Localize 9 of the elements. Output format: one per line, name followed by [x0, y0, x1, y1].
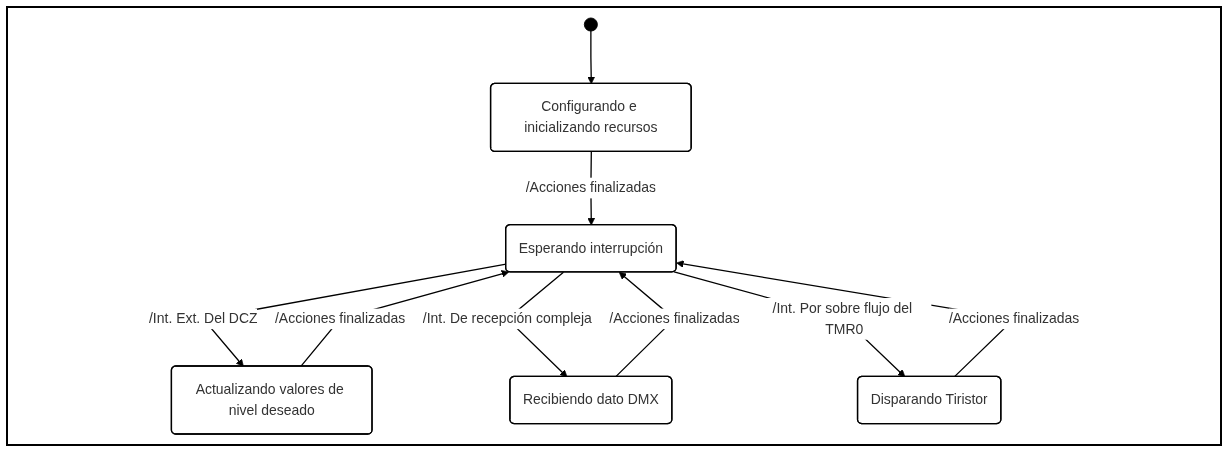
- node-circle: [583, 17, 598, 32]
- edge-label: /Int. De recepción compleja: [422, 311, 592, 326]
- arrow: [587, 30, 595, 85]
- edge-label: /Int. Ext. Del DCZ: [148, 311, 258, 326]
- edge-label: /Acciones finalizadas: [948, 311, 1080, 326]
- edge-label: /Acciones finalizadas: [274, 311, 406, 326]
- edge-label: /Acciones finalizadas: [525, 180, 656, 196]
- edge-label: /Int. Por sobre flujo del TMR0: [772, 300, 913, 337]
- edge-label: /Acciones finalizadas: [609, 311, 740, 326]
